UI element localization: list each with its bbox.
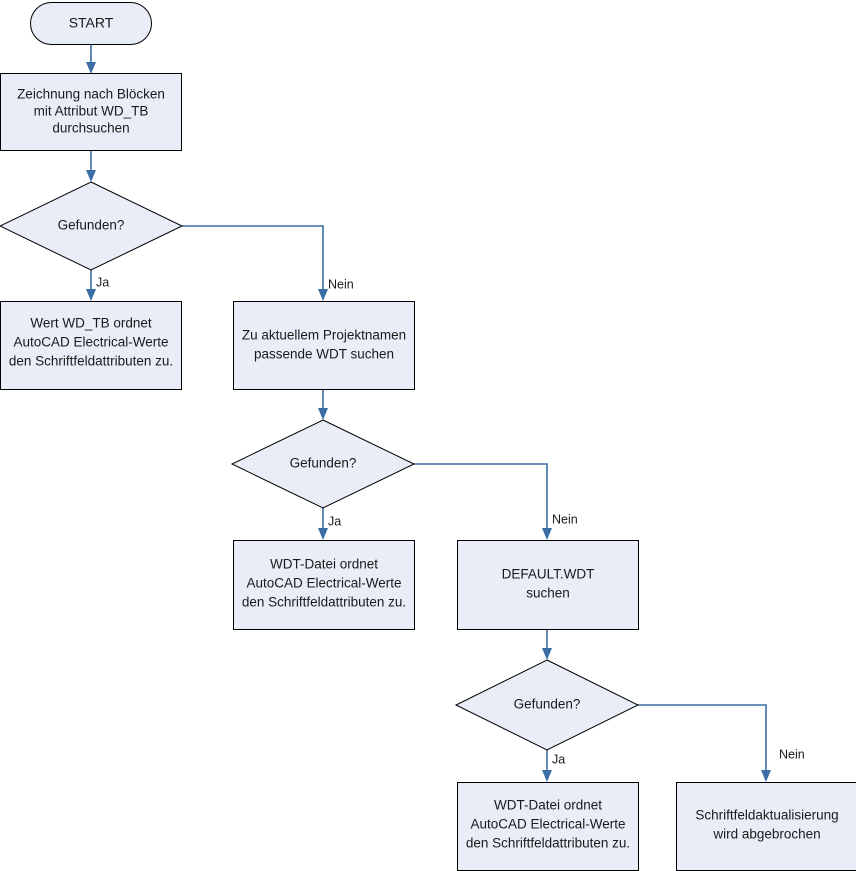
node-search-blocks[interactable]: Zeichnung nach Blöcken mit Attribut WD_T… <box>0 73 182 151</box>
edge-search-project-wdt-to-decision2 <box>318 389 328 420</box>
search-blocks-line2: mit Attribut WD_TB <box>34 104 149 119</box>
wd-tb-assign-line3: den Schriftfeldattributen zu. <box>9 354 173 369</box>
node-decision1[interactable]: Gefunden? <box>0 181 184 271</box>
edge-label-decision2-no: Nein <box>552 512 578 526</box>
edge-decision3-yes <box>542 750 552 782</box>
wd-tb-assign-shape <box>0 301 182 390</box>
edge-label-decision3-yes: Ja <box>552 752 565 766</box>
start-label: START <box>69 15 114 31</box>
wdt-assign2-shape <box>457 782 639 871</box>
edge-decision1-yes <box>86 270 96 301</box>
node-wdt-assign2[interactable]: WDT-Datei ordnet AutoCAD Electrical-Wert… <box>457 782 639 871</box>
edge-label-decision1-yes: Ja <box>96 275 109 289</box>
node-search-project-wdt[interactable]: Zu aktuellem Projektnamen passende WDT s… <box>233 301 415 390</box>
abort-line2: wird abgebrochen <box>712 827 820 842</box>
wd-tb-assign-line1: Wert WD_TB ordnet <box>30 316 152 331</box>
edge-label-layer: Ja Nein Ja Nein Ja Nein <box>96 275 805 766</box>
decision3-label: Gefunden? <box>514 697 581 712</box>
search-blocks-line1: Zeichnung nach Blöcken <box>17 87 165 102</box>
edge-search-default-wdt-to-decision3 <box>542 629 552 660</box>
decision1-label: Gefunden? <box>58 218 125 233</box>
decision2-label: Gefunden? <box>290 456 357 471</box>
start-shape <box>30 2 152 45</box>
wdt-assign1-line2: AutoCAD Electrical-Werte <box>246 576 401 591</box>
edge-label-decision2-yes: Ja <box>328 514 341 528</box>
decision2-shape <box>230 419 416 509</box>
edge-label-decision1-no: Nein <box>328 277 354 291</box>
node-start[interactable]: START <box>30 2 152 45</box>
search-default-wdt-line1: DEFAULT.WDT <box>502 567 595 582</box>
connector-layer <box>86 45 771 782</box>
decision1-shape <box>0 181 184 271</box>
wdt-assign1-shape <box>233 540 415 630</box>
edge-decision2-yes <box>318 508 328 540</box>
edge-search-blocks-to-decision1 <box>86 150 96 182</box>
node-abort[interactable]: Schriftfeldaktualisierung wird abgebroch… <box>676 782 856 871</box>
wdt-assign2-line3: den Schriftfeldattributen zu. <box>466 836 630 851</box>
node-decision3[interactable]: Gefunden? <box>454 659 640 751</box>
wdt-assign2-line2: AutoCAD Electrical-Werte <box>470 817 625 832</box>
node-search-default-wdt[interactable]: DEFAULT.WDT suchen <box>457 540 639 630</box>
search-project-wdt-shape <box>233 301 415 390</box>
search-default-wdt-line2: suchen <box>526 586 570 601</box>
wdt-assign2-line1: WDT-Datei ordnet <box>494 798 602 813</box>
edge-decision3-no <box>638 704 771 782</box>
decision3-shape <box>454 659 640 751</box>
edge-start-to-search-blocks <box>86 45 96 74</box>
node-wd-tb-assign[interactable]: Wert WD_TB ordnet AutoCAD Electrical-Wer… <box>0 301 182 390</box>
search-blocks-shape <box>0 73 182 151</box>
node-wdt-assign1[interactable]: WDT-Datei ordnet AutoCAD Electrical-Wert… <box>233 540 415 630</box>
wdt-assign1-line3: den Schriftfeldattributen zu. <box>242 595 406 610</box>
wd-tb-assign-line2: AutoCAD Electrical-Werte <box>13 335 168 350</box>
search-blocks-line3: durchsuchen <box>52 121 129 136</box>
edge-label-decision3-no: Nein <box>779 747 805 761</box>
wdt-assign1-line1: WDT-Datei ordnet <box>270 557 378 572</box>
search-default-wdt-shape <box>457 540 639 630</box>
search-project-wdt-line1: Zu aktuellem Projektnamen <box>242 328 406 343</box>
node-decision2[interactable]: Gefunden? <box>230 419 416 509</box>
search-project-wdt-line2: passende WDT suchen <box>254 347 394 362</box>
edge-decision2-no <box>414 463 552 540</box>
edge-decision1-no <box>182 225 328 301</box>
abort-line1: Schriftfeldaktualisierung <box>695 808 838 823</box>
